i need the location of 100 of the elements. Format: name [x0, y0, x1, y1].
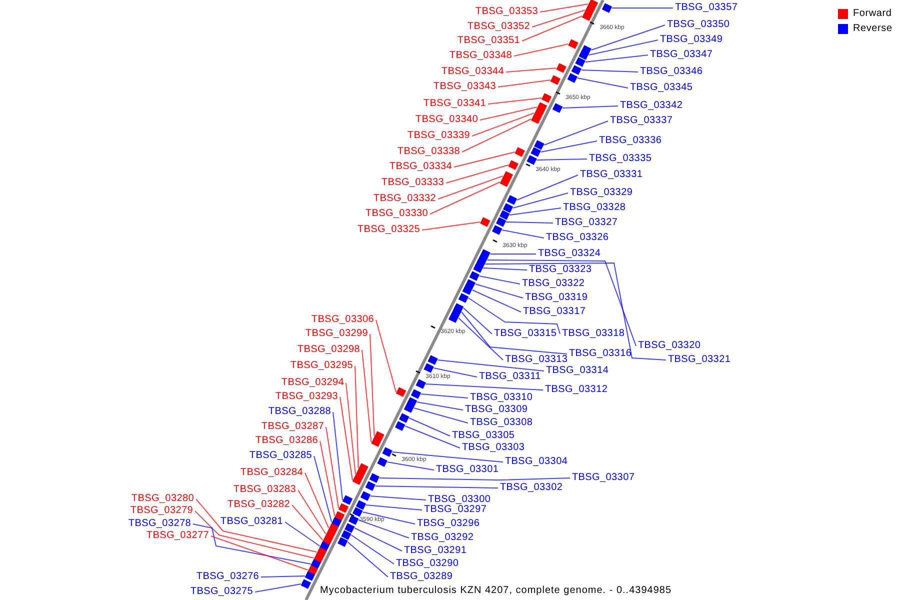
gene-label: TBSG_03348 [449, 50, 512, 62]
gene-label: TBSG_03289 [390, 571, 453, 583]
gene-label: TBSG_03326 [546, 232, 609, 244]
gene-label: TBSG_03306 [311, 314, 374, 326]
gene-block [534, 108, 544, 118]
leader-line [196, 498, 318, 552]
gene-block [530, 147, 541, 157]
leader-line [194, 510, 314, 558]
leader-line [370, 334, 375, 436]
leader-line [512, 192, 568, 208]
leader-line [284, 522, 320, 546]
leader-line [498, 80, 551, 88]
gene-label: TBSG_03276 [196, 571, 259, 583]
gene-block [582, 11, 592, 21]
leader-line [422, 222, 481, 230]
gene-block [428, 355, 438, 365]
gene-label: TBSG_03301 [436, 464, 499, 476]
leader-line [458, 318, 504, 360]
gene-label: TBSG_03313 [505, 354, 568, 366]
leader-line [362, 350, 372, 442]
gene-label: TBSG_03349 [660, 34, 723, 46]
gene-block [326, 529, 336, 539]
gene-block [304, 571, 316, 581]
gene-label: TBSG_03302 [500, 482, 563, 494]
gene-block [502, 203, 514, 213]
gene-label: TBSG_03285 [249, 450, 312, 462]
leader-line [298, 490, 326, 534]
gene-block [322, 535, 333, 545]
leader-line [425, 384, 544, 390]
gene-block [396, 387, 406, 397]
gene-label: TBSG_03357 [675, 2, 738, 14]
gene-label: TBSG_03304 [505, 456, 568, 468]
leader-line [340, 396, 353, 480]
gene-block [568, 39, 578, 49]
leader-line [416, 402, 464, 410]
leader-line [354, 528, 402, 552]
gene-block [316, 547, 327, 557]
gene-block [338, 537, 348, 547]
gene-label: TBSG_03287 [261, 421, 324, 433]
leader-line [254, 584, 302, 592]
gene-block [536, 102, 548, 112]
gene-block [310, 559, 321, 569]
gene-block [328, 523, 339, 533]
gene-block [371, 437, 382, 447]
gene-label: TBSG_03295 [290, 360, 353, 372]
gene-label: TBSG_03320 [638, 340, 701, 352]
gene-block [334, 511, 345, 521]
leader-line [260, 576, 306, 578]
leader-line [362, 512, 416, 524]
leader-line [430, 182, 500, 214]
legend-label: Forward [853, 8, 892, 20]
gene-block [410, 389, 422, 399]
leader-line [433, 368, 478, 378]
gene-block [575, 57, 586, 67]
gene-block [567, 73, 578, 83]
leader-line [446, 164, 509, 184]
leader-line [562, 106, 618, 108]
leader-line [590, 24, 666, 50]
legend-label: Reverse [853, 23, 892, 35]
gene-block [308, 565, 318, 575]
gene-block [382, 447, 392, 457]
gene-block [314, 553, 324, 563]
gene-block [541, 93, 552, 103]
leader-line [463, 308, 492, 334]
gene-label: TBSG_03347 [650, 49, 713, 61]
gene-label: TBSG_03308 [470, 417, 533, 429]
gene-block [588, 0, 598, 9]
leader-line [540, 4, 588, 12]
gene-block [526, 155, 537, 165]
gene-block [416, 379, 426, 389]
caption: Mycobacterium tuberculosis KZN 4207, complete genome. - 0..4394985 [318, 585, 674, 597]
gene-label: TBSG_03318 [562, 328, 625, 340]
gene-block [369, 473, 380, 483]
gene-block [502, 171, 514, 181]
leader-line [347, 542, 388, 578]
gene-label: TBSG_03327 [555, 217, 618, 229]
leader-line [544, 120, 608, 146]
gene-label: TBSG_03325 [357, 224, 420, 236]
gene-label: TBSG_03351 [457, 35, 520, 47]
gene-label: TBSG_03283 [233, 484, 296, 496]
gene-label: TBSG_03288 [268, 406, 331, 418]
gene-block [352, 475, 363, 485]
gene-block [331, 517, 342, 527]
gene-label: TBSG_03353 [475, 6, 538, 18]
leader-line [404, 426, 460, 448]
gene-label: TBSG_03352 [467, 21, 530, 33]
gene-block [344, 523, 355, 533]
gene-block [352, 507, 363, 517]
gene-label: TBSG_03303 [462, 442, 525, 454]
gene-block [480, 217, 490, 227]
gene-label: TBSG_03291 [404, 545, 467, 557]
leader-line [516, 174, 578, 200]
leader-line [374, 486, 498, 488]
gene-label: TBSG_03341 [423, 98, 486, 110]
leader-line [506, 222, 554, 224]
leader-line [358, 520, 410, 538]
gene-label: TBSG_03342 [620, 100, 683, 112]
gene-label: TBSG_03336 [599, 135, 662, 147]
gene-label: TBSG_03309 [465, 404, 528, 416]
gene-label: TBSG_03279 [130, 505, 193, 517]
